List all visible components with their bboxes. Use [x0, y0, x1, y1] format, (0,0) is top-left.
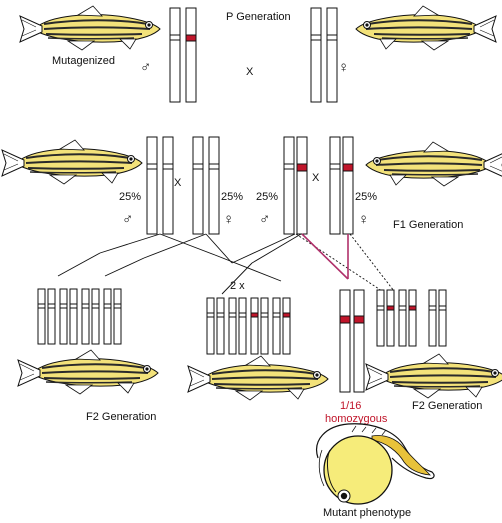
zebrafish-icon	[366, 142, 502, 186]
p-male-chromosomes	[169, 7, 197, 103]
homozygous-label: homozygous	[325, 413, 388, 425]
f2-generation-label-right: F2 Generation	[412, 400, 482, 412]
female-symbol-icon: ♀	[223, 211, 234, 228]
p-generation-label: P Generation	[226, 11, 291, 23]
f2-chromosomes-group-4	[376, 289, 447, 347]
male-symbol-icon: ♂	[140, 59, 151, 76]
ratio-label: 1/16	[340, 400, 361, 412]
f1-percentage-2: 25%	[221, 191, 243, 203]
mutant-phenotype-label: Mutant phenotype	[323, 507, 411, 519]
f1-percentage-3: 25%	[256, 191, 278, 203]
f2-chromosomes-group-2	[206, 297, 291, 355]
f2-chromosomes-group-1	[37, 288, 122, 345]
cross-symbol-f1-left: X	[174, 177, 182, 189]
cross-lines	[57, 233, 302, 295]
f1-chromosome-pair-1	[146, 136, 174, 235]
zebrafish-icon	[187, 355, 329, 401]
p-female-chromosomes	[310, 7, 338, 103]
zebrafish-icon	[19, 5, 161, 51]
f1-generation-label: F1 Generation	[393, 219, 463, 231]
cross-symbol-p: X	[246, 66, 254, 78]
f1-chromosome-pair-2	[192, 136, 220, 235]
f1-percentage-1: 25%	[119, 191, 141, 203]
cross-lines-dotted	[295, 233, 395, 292]
zebrafish-icon	[356, 6, 496, 50]
f1-chromosome-pair-3	[283, 136, 308, 235]
f2-generation-label-left: F2 Generation	[86, 411, 156, 423]
zebrafish-icon	[17, 349, 159, 395]
mutant-embryo-icon	[316, 423, 435, 505]
male-symbol-icon: ♂	[122, 211, 133, 228]
zebrafish-icon	[1, 139, 143, 185]
cross-lines-mutant	[301, 233, 349, 280]
female-symbol-icon: ♀	[338, 59, 349, 76]
f1-chromosome-pair-4	[329, 136, 354, 235]
f2-multiplier-label: 2 x	[230, 280, 245, 292]
mutagenized-label: Mutagenized	[52, 55, 115, 67]
male-symbol-icon: ♂	[259, 211, 270, 228]
zebrafish-icon	[365, 353, 502, 399]
f2-homozygous-chromosomes	[339, 289, 365, 393]
f1-percentage-4: 25%	[355, 191, 377, 203]
cross-symbol-f1-right: X	[312, 172, 320, 184]
female-symbol-icon: ♀	[358, 211, 369, 228]
